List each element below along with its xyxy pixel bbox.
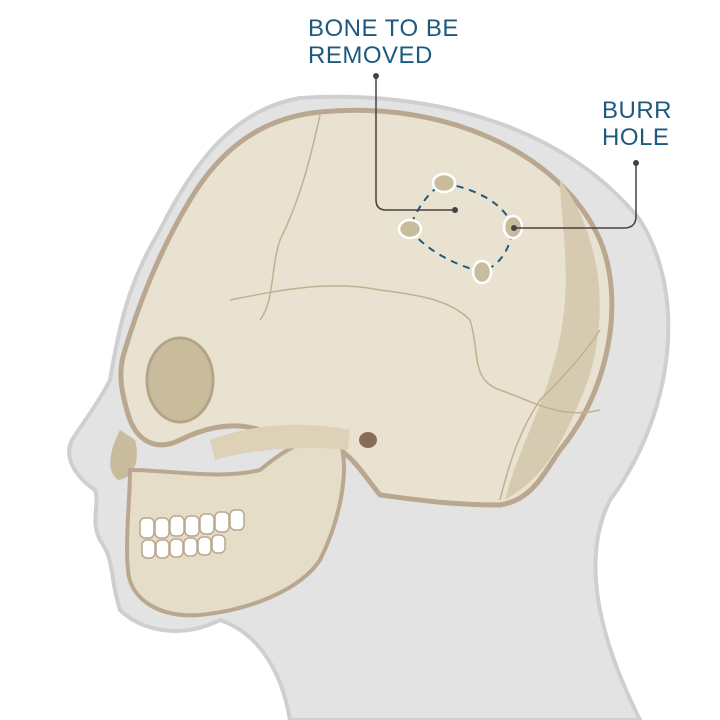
skull-shading — [505, 180, 600, 500]
burr-hole — [471, 259, 493, 285]
bone-flap-dashed-outline — [408, 181, 515, 274]
burr-hole — [431, 172, 457, 194]
leader-line-bone — [375, 76, 455, 211]
burr-hole — [397, 218, 423, 240]
label-line: HOLE — [602, 124, 670, 151]
label-bone-to-be-removed: BONE TO BE REMOVED — [308, 15, 459, 69]
eye-socket — [145, 336, 215, 424]
nasal-cavity — [110, 430, 137, 480]
leader-line-burr — [514, 163, 637, 229]
label-line: REMOVED — [308, 42, 433, 69]
teeth — [139, 509, 245, 559]
skull-sutures — [229, 114, 601, 501]
label-burr-hole: BURR HOLE — [602, 97, 672, 151]
leader-dot-burr-end — [511, 225, 517, 231]
ear-canal — [359, 432, 377, 448]
leader-dot-burr-start — [633, 160, 639, 166]
leader-dot-bone-end — [452, 207, 458, 213]
zygomatic-arch — [210, 424, 350, 460]
leader-dot-bone-start — [373, 73, 379, 79]
label-line: BONE TO BE — [308, 15, 459, 42]
label-line: BURR — [602, 97, 673, 124]
